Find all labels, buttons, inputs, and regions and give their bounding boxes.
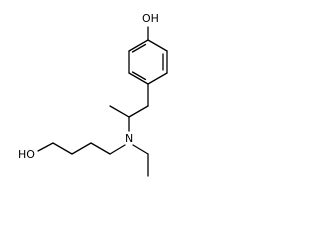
ring-double-bond-top-left — [131, 43, 147, 53]
benzene-ring — [128, 39, 168, 85]
ring-bond-bottom-left — [128, 72, 149, 85]
ring-bond-top-right — [147, 39, 168, 52]
phenol-oh-label: OH — [142, 12, 159, 25]
alcohol-ho-label: HO — [18, 148, 35, 161]
ring-double-bond-bottom-left — [131, 71, 147, 81]
n-to-ethyl-bond — [132, 144, 149, 155]
n-to-butyl-bond — [109, 144, 126, 155]
ring-bond-bottom-right — [147, 72, 168, 85]
butyl-bond-2 — [71, 142, 92, 155]
ch2-to-ch-bond — [128, 105, 149, 118]
molecule-structure-diagram: OH N HO — [18, 12, 168, 177]
butyl-to-o-bond — [37, 142, 54, 152]
ch-to-methyl-bond — [109, 105, 130, 118]
nitrogen-label: N — [125, 132, 133, 145]
butyl-bond-1 — [90, 142, 111, 155]
butyl-bond-3 — [52, 142, 73, 155]
ring-bond-top-left — [128, 39, 149, 52]
